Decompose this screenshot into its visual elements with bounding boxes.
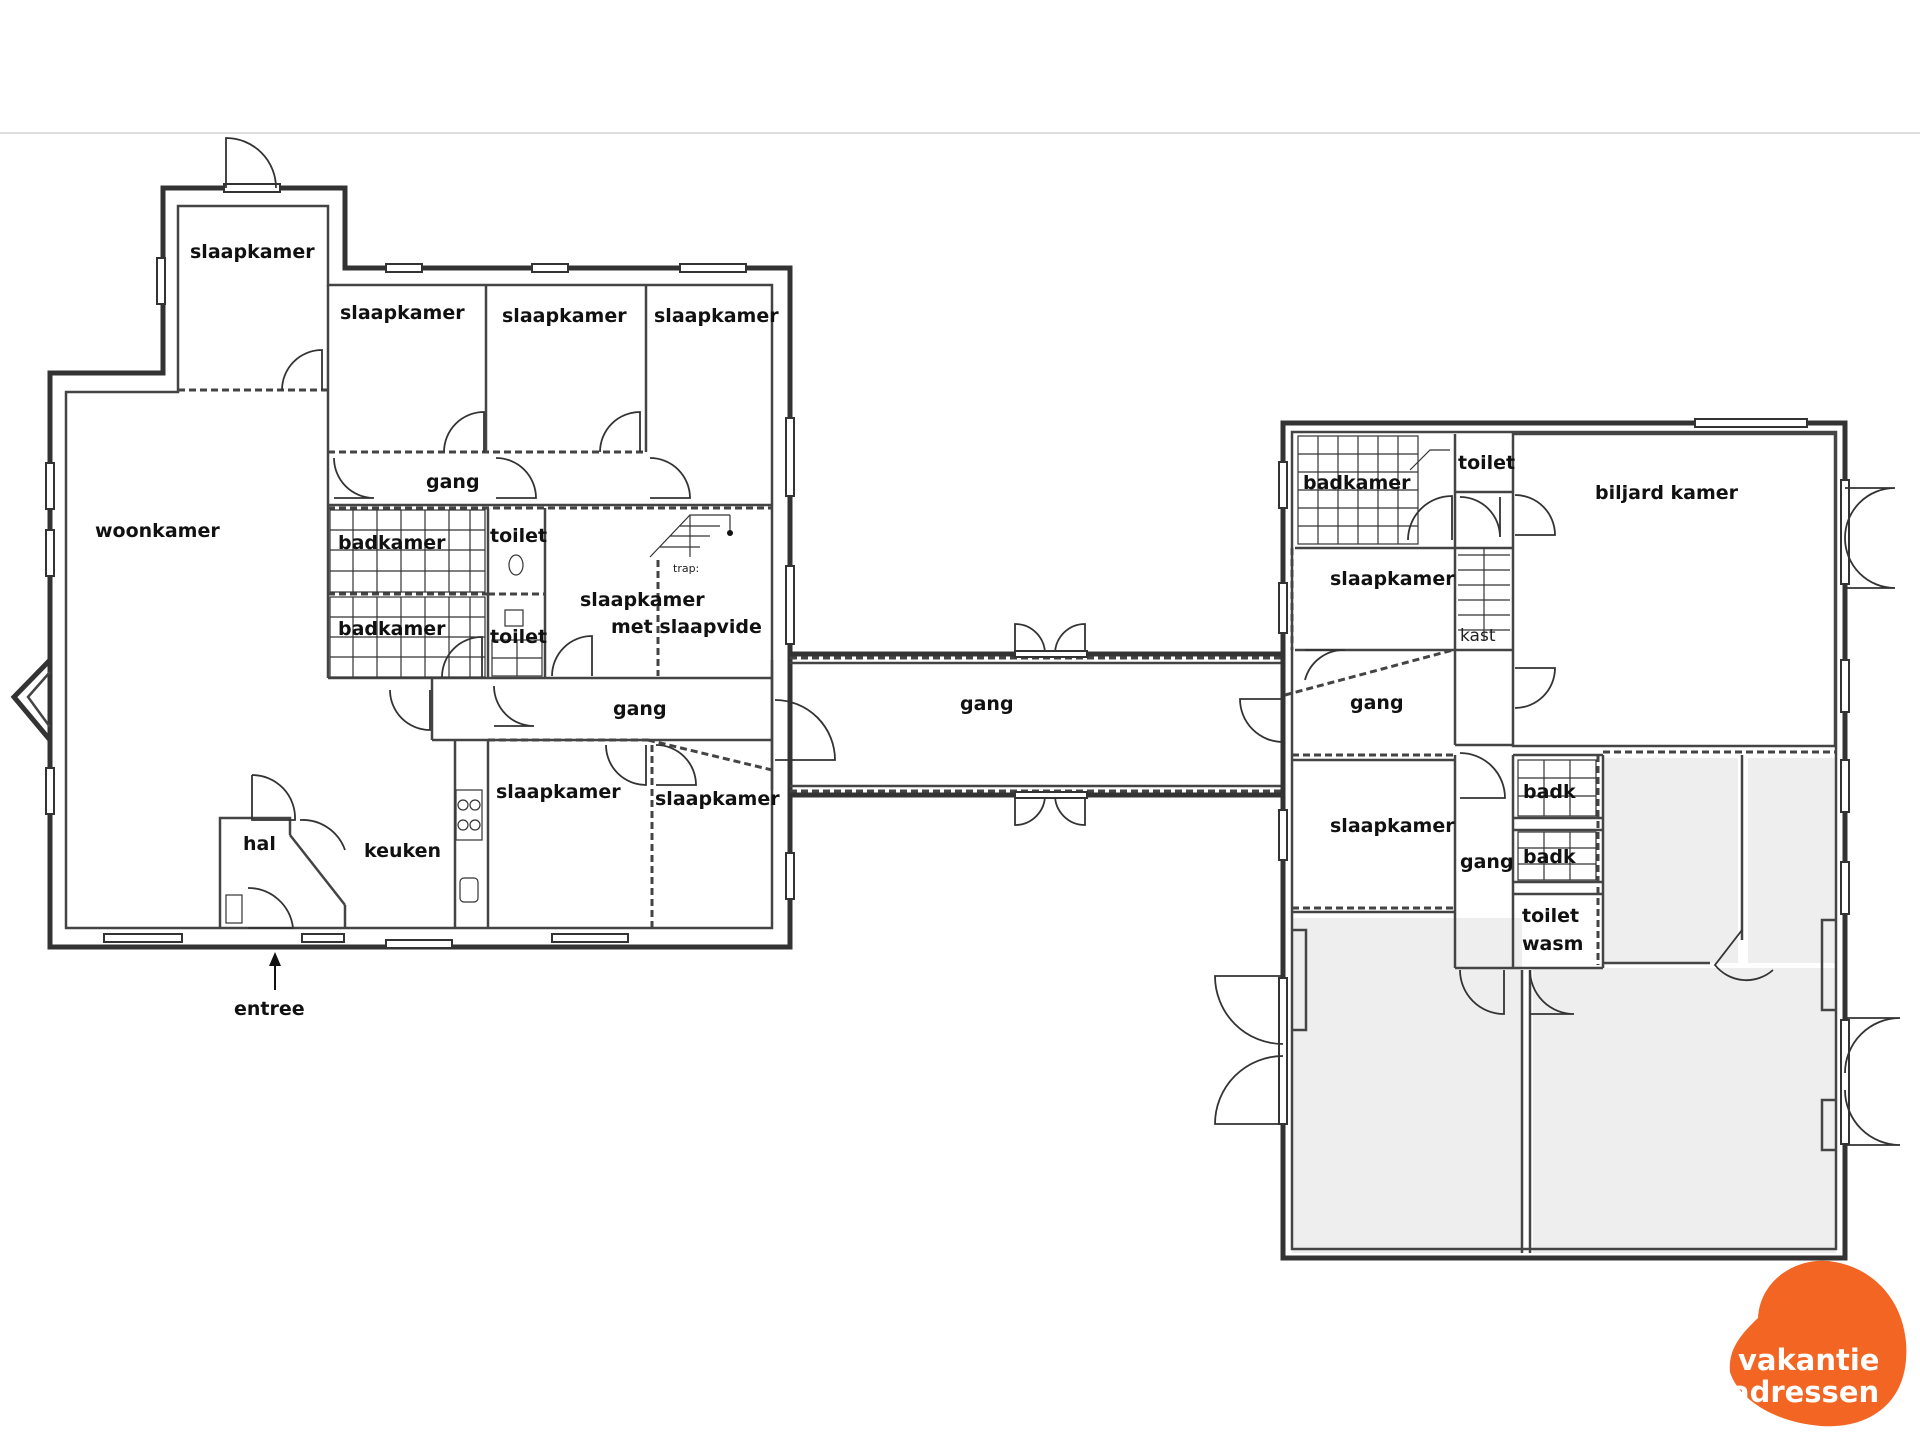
vakantie-adressen-logo: vakantie adressen (1729, 1260, 1907, 1427)
label-badk-1: badk (1523, 781, 1576, 803)
label-badkamer-1: badkamer (338, 532, 446, 554)
left-outer-wall (47, 185, 793, 950)
doors-left (225, 137, 836, 929)
right-building (1214, 418, 1901, 1261)
label-biljard-kamer: biljard kamer (1595, 482, 1739, 504)
label-hal: hal (243, 833, 276, 855)
label-gang-3: gang (1350, 692, 1404, 714)
shaded-room-1 (1292, 918, 1522, 1253)
label-slaapkamer-2: slaapkamer (340, 302, 465, 324)
label-kast: kast (1460, 626, 1496, 646)
logo-line2: adressen (1730, 1375, 1879, 1409)
label-slaapkamer-8: slaapkamer (1330, 815, 1455, 837)
biljard-kamer-wall (1511, 432, 1837, 748)
shaded-room-2 (1533, 968, 1836, 1253)
label-slaapvide-2: met slaapvide (611, 616, 762, 638)
label-wasm: wasm (1522, 933, 1583, 955)
logo-line1: vakantie (1738, 1343, 1879, 1377)
label-slaapkamer-3: slaapkamer (502, 305, 627, 327)
label-toilet-3: toilet (1458, 452, 1515, 474)
label-gang-corridor: gang (960, 693, 1014, 715)
bay-window (10, 658, 52, 742)
label-gang-1: gang (426, 471, 480, 493)
label-gang-4: gang (1460, 851, 1514, 873)
right-inner-wall (1290, 430, 1838, 1251)
bathroom-tiles-left (329, 509, 543, 678)
label-trap: trap: (673, 562, 699, 575)
logo-shape (1729, 1260, 1907, 1427)
label-slaapkamer-7: slaapkamer (1330, 568, 1455, 590)
label-slaapkamer-4: slaapkamer (654, 305, 779, 327)
label-badkamer-2: badkamer (338, 618, 446, 640)
bathroom-tiles-right (1297, 435, 1597, 881)
toilet-bowl (508, 554, 524, 576)
sink (459, 877, 479, 903)
stair (649, 514, 733, 676)
label-badkamer-3: badkamer (1303, 472, 1411, 494)
stove (455, 789, 483, 841)
label-gang-2: gang (613, 698, 667, 720)
label-badk-2: badk (1523, 846, 1576, 868)
label-slaapkamer-1: slaapkamer (190, 241, 315, 263)
label-slaapvide-1: slaapkamer (580, 589, 705, 611)
label-slaapkamer-6: slaapkamer (655, 788, 780, 810)
label-toilet-1: toilet (490, 525, 547, 547)
left-building (10, 137, 836, 990)
label-slaapkamer-5: slaapkamer (496, 781, 621, 803)
doors-right (1214, 487, 1901, 1146)
connecting-corridor (790, 623, 1283, 826)
windows-right (1278, 418, 1850, 1145)
label-toilet-4: toilet (1522, 905, 1579, 927)
label-woonkamer: woonkamer (95, 520, 220, 542)
shaded-room-3 (1603, 758, 1738, 963)
room-labels: slaapkamer slaapkamer slaapkamer slaapka… (95, 241, 1739, 1020)
meter-box (225, 894, 243, 924)
label-keuken: keuken (364, 840, 441, 862)
windows-left (45, 183, 795, 949)
label-entree: entree (234, 998, 305, 1020)
label-toilet-2: toilet (490, 626, 547, 648)
stair-right (1409, 449, 1510, 640)
